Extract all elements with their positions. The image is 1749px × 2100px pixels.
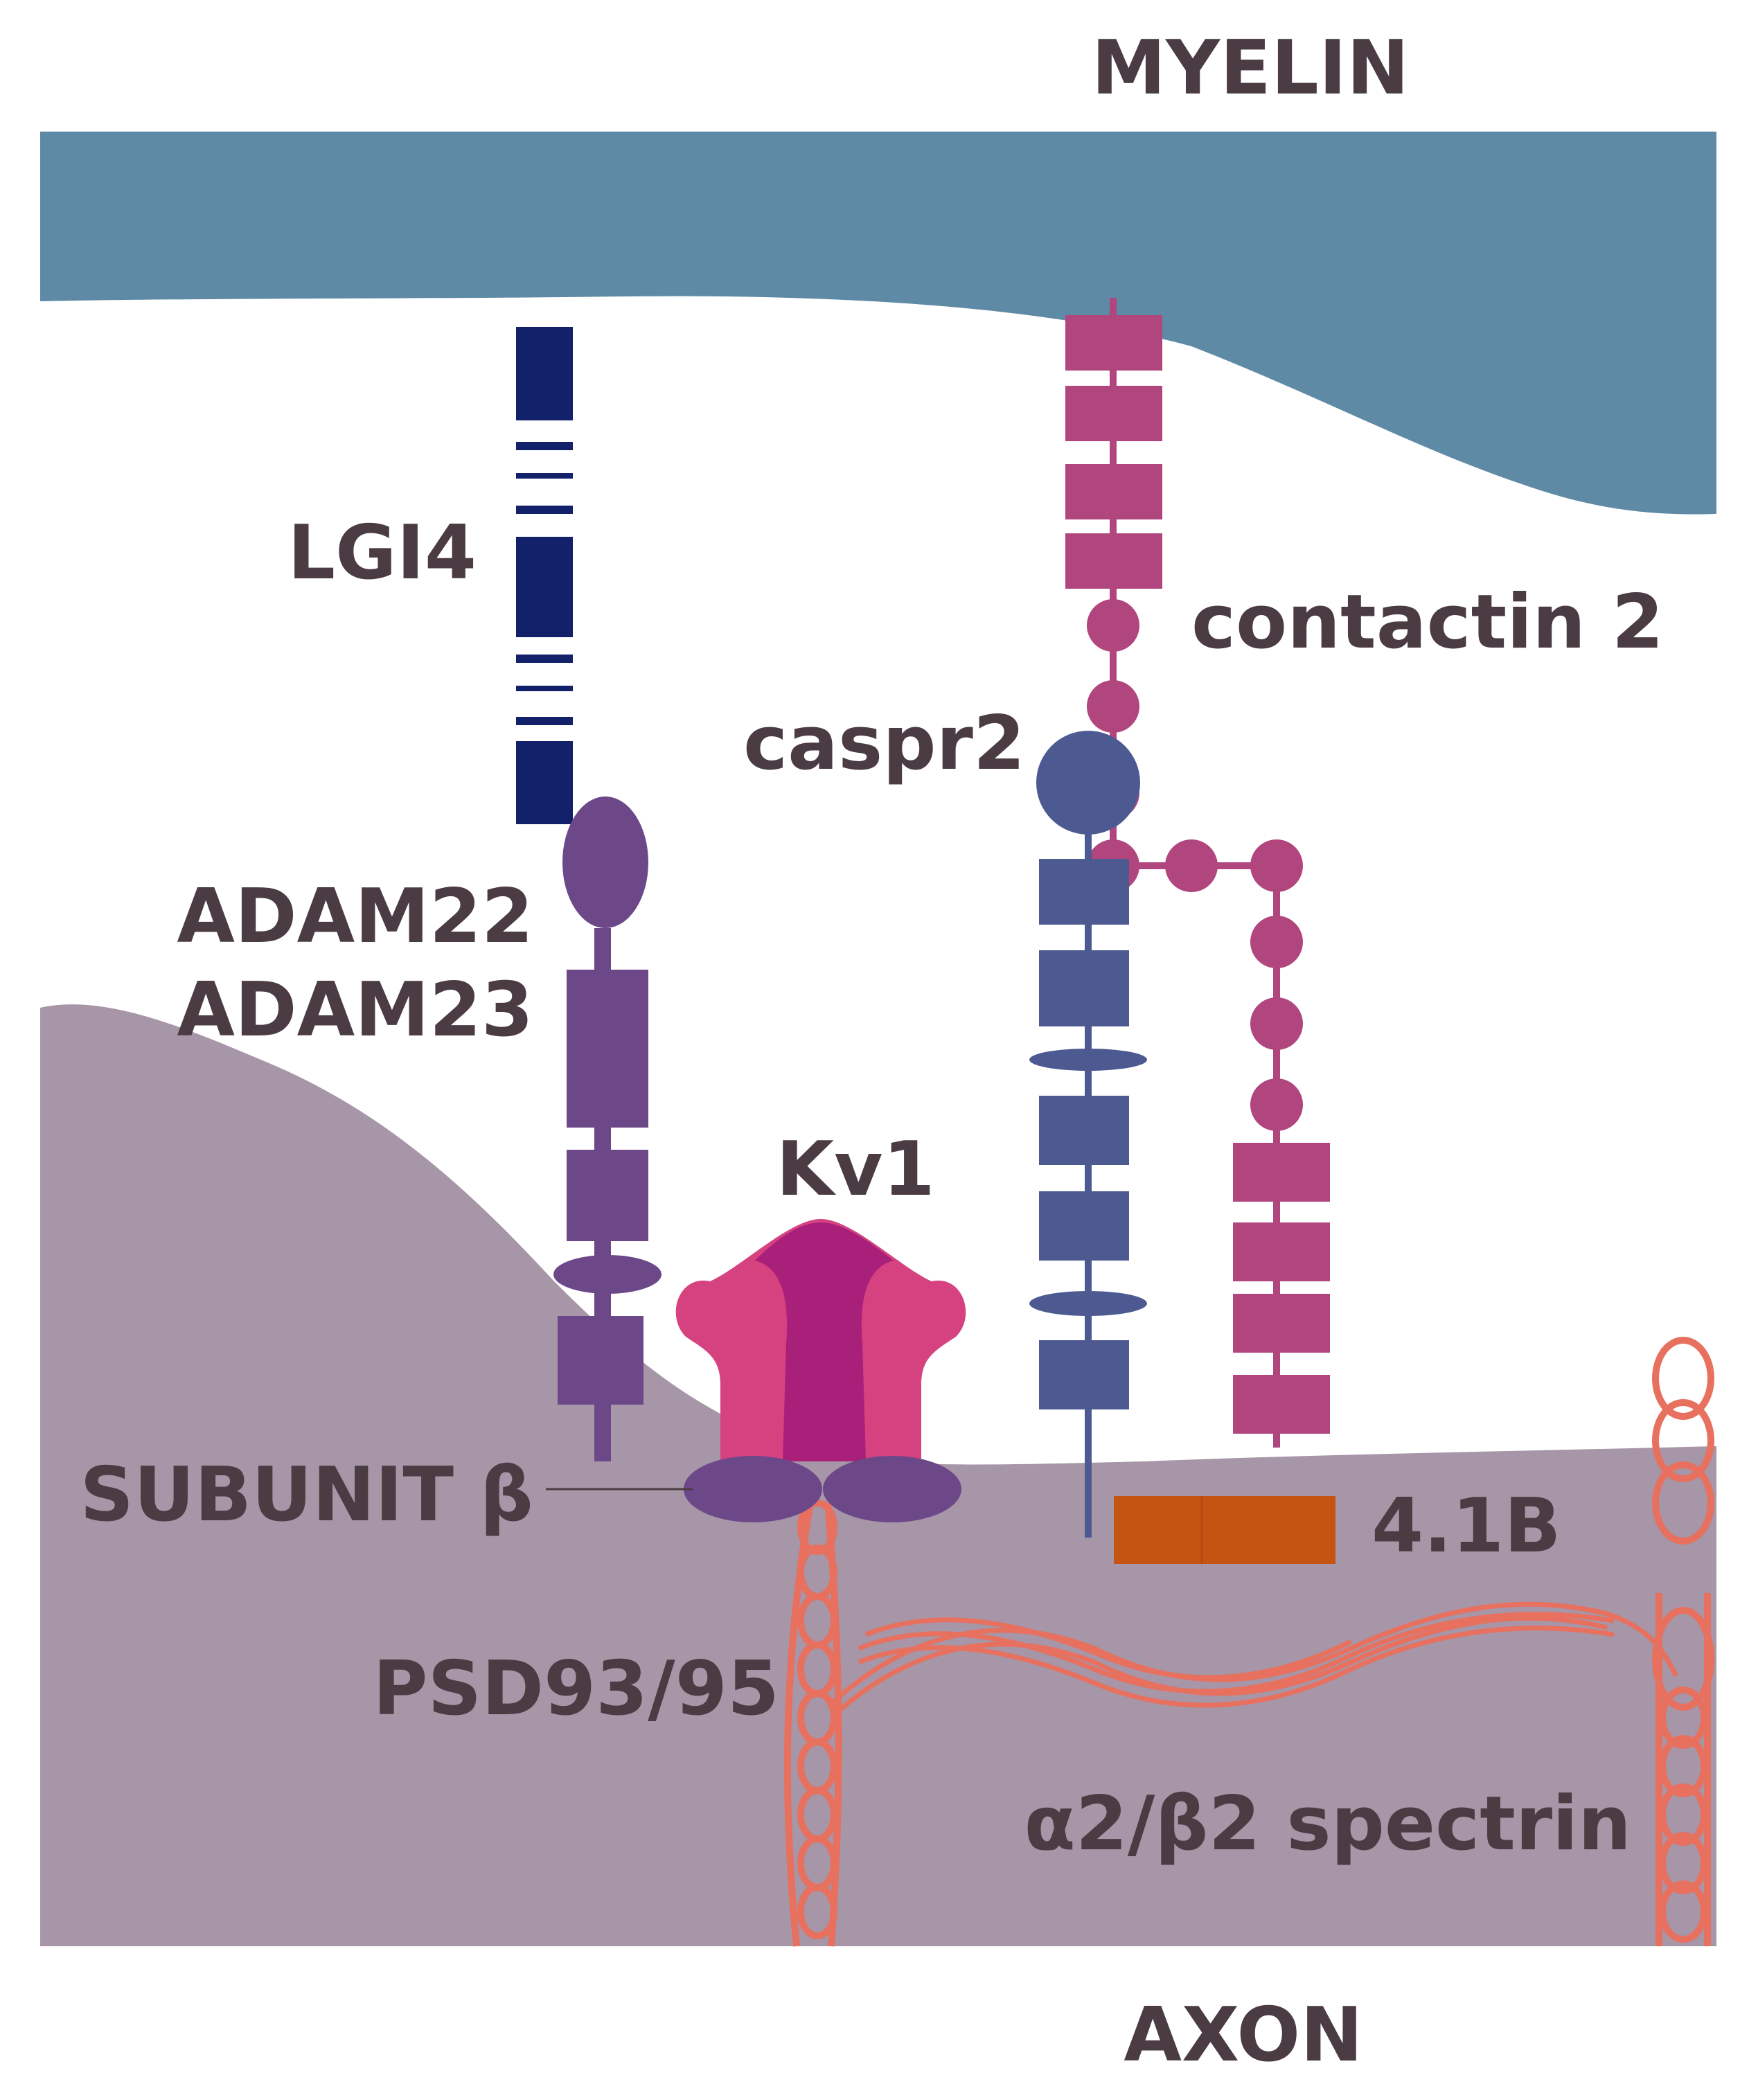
protein-4-1b (1114, 1496, 1335, 1564)
contactin2-protein (1065, 298, 1330, 1448)
label-subunit-beta: SUBUNIT β (80, 1452, 533, 1538)
spectrin-network (783, 1337, 1714, 1947)
label-kv1: Kv1 (776, 1126, 934, 1213)
label-adam23: ADAM23 (177, 967, 533, 1053)
label-spectrin: α2/β2 spectrin (1024, 1781, 1632, 1867)
adam-protein (553, 797, 662, 1461)
kv1-channel (675, 1219, 966, 1461)
label-caspr2: caspr2 (743, 700, 1025, 787)
label-axon: AXON (1124, 1992, 1362, 2079)
label-contactin2: contactin 2 (1191, 579, 1664, 666)
myelin-layer (40, 132, 1716, 515)
lgi4-protein (516, 327, 573, 824)
label-myelin: MYELIN (1092, 25, 1410, 112)
label-adam22: ADAM22 (177, 873, 533, 960)
label-psd: PSD93/95 (373, 1646, 779, 1732)
label-4-1b: 4.1B (1371, 1483, 1561, 1569)
spectrin-helix (829, 1601, 1679, 1720)
label-lgi4: LGI4 (287, 510, 477, 596)
caspr2-protein (1029, 731, 1147, 1538)
spectrin-chain-right (1652, 1337, 1714, 1946)
subunit-beta (684, 1456, 961, 1522)
spectrin-chain-left (783, 1500, 842, 1947)
